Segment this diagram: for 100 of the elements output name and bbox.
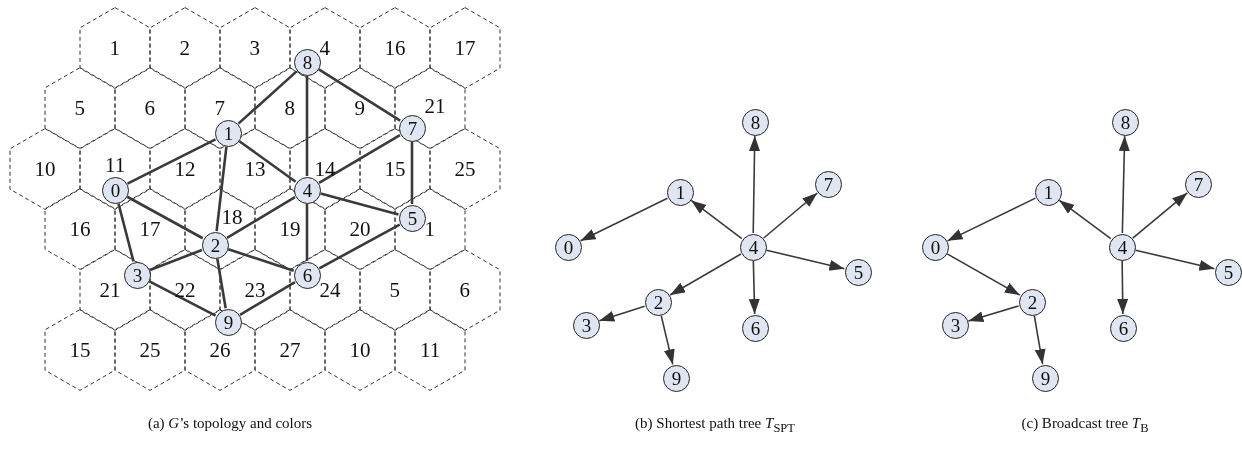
caption: (c) Broadcast tree T$_{B}$	[1021, 415, 1149, 436]
graph-node: 4	[294, 177, 321, 204]
edge-line	[126, 195, 204, 240]
edge-line	[226, 196, 296, 239]
cell-number: 16	[384, 37, 406, 59]
edge-line	[148, 280, 217, 317]
caption: (b) Shortest path tree T$_{SPT}$	[635, 415, 795, 436]
cell-number: 1	[109, 37, 120, 59]
graph-node: 6	[294, 262, 321, 289]
cell-number: 10	[349, 339, 371, 361]
graph-node: 8	[294, 49, 321, 76]
edge-line	[320, 192, 399, 216]
arrow	[1134, 249, 1216, 271]
arrow	[946, 253, 1021, 296]
cell-number: 26	[209, 339, 231, 361]
cell-number: 19	[279, 218, 301, 240]
graph-node: 1	[1035, 179, 1062, 206]
edge-line	[318, 223, 401, 270]
cell-number: 16	[69, 218, 91, 240]
cell-number: 4	[319, 37, 330, 59]
cell-number: 10	[34, 158, 56, 180]
cell-number: 11	[420, 339, 441, 361]
graph-node: 0	[555, 234, 582, 261]
graph-node: 2	[1019, 289, 1046, 316]
cell-number: 8	[284, 97, 295, 119]
cell-number: 24	[319, 279, 341, 301]
cell-number: 22	[174, 279, 196, 301]
arrow	[967, 305, 1020, 322]
cell-number: 17	[454, 37, 476, 59]
edge-line	[227, 248, 295, 272]
arrow	[598, 305, 646, 322]
arrow	[765, 249, 846, 271]
arrow	[749, 135, 761, 234]
graph-node: 6	[1110, 315, 1137, 342]
arrow	[690, 199, 743, 240]
arrow	[762, 192, 819, 239]
arrow	[660, 314, 675, 366]
edge-line	[126, 138, 217, 185]
cell-number: 21	[99, 279, 121, 301]
edge-line	[410, 142, 414, 204]
graph-node: 5	[845, 259, 872, 286]
arrow	[748, 260, 760, 315]
arrow	[946, 197, 1037, 242]
edge-line	[318, 68, 401, 122]
edge-line	[238, 140, 297, 183]
edge-line	[305, 204, 309, 261]
cell-number: 18	[221, 206, 243, 228]
graph-node: 2	[645, 289, 672, 316]
cell-number: 20	[349, 218, 371, 240]
graph-node: 0	[922, 234, 949, 261]
arrow	[1117, 260, 1129, 315]
cell-number: 14	[314, 158, 336, 180]
cell-number: 5	[74, 97, 85, 119]
cell-number: 27	[279, 339, 301, 361]
edge-line	[117, 203, 135, 262]
cell-number: 6	[459, 279, 470, 301]
graph-node: 2	[202, 232, 229, 259]
cell-number: 15	[69, 339, 91, 361]
arrow	[1118, 135, 1130, 234]
graph-node: 6	[742, 315, 769, 342]
cell-number: 15	[384, 158, 406, 180]
cell-number: 25	[139, 339, 161, 361]
graph-node: 3	[942, 312, 969, 339]
edge-line	[305, 76, 309, 176]
cell-number: 3	[249, 37, 260, 59]
edge-line	[149, 248, 203, 272]
graph-node: 9	[1032, 365, 1059, 392]
cell-number: 23	[244, 279, 266, 301]
graph-node: 3	[573, 312, 600, 339]
arrow	[579, 197, 669, 242]
edge-line	[215, 146, 228, 232]
arrow	[1132, 192, 1188, 239]
cell-number: 11	[105, 154, 126, 176]
cell-number: 7	[214, 97, 225, 119]
graph-node: 9	[663, 365, 690, 392]
arrow	[1058, 199, 1112, 240]
cell-number: 12	[174, 158, 196, 180]
graph-node: 3	[124, 262, 151, 289]
graph-node: 1	[215, 120, 242, 147]
cell-number: 21	[424, 95, 446, 117]
cell-number: 5	[389, 279, 400, 301]
graph-node: 7	[1185, 171, 1212, 198]
graph-node: 8	[742, 109, 769, 136]
cell-number: 17	[139, 218, 161, 240]
edge-line	[318, 134, 401, 184]
cell-number: 25	[454, 158, 476, 180]
cell-number: 9	[354, 97, 365, 119]
graph-node: 4	[740, 234, 767, 261]
cell-number: 13	[244, 158, 266, 180]
arrow	[1033, 315, 1046, 365]
graph-node: 9	[215, 309, 242, 336]
graph-node: 8	[1112, 109, 1139, 136]
edge-line	[216, 258, 227, 309]
graph-node: 7	[399, 115, 426, 142]
cell-number: 1	[424, 218, 435, 240]
edge-line	[237, 70, 298, 125]
graph-node: 4	[1109, 234, 1136, 261]
graph-node: 5	[1215, 259, 1242, 286]
cell-number: 2	[179, 37, 190, 59]
graph-node: 1	[667, 179, 694, 206]
